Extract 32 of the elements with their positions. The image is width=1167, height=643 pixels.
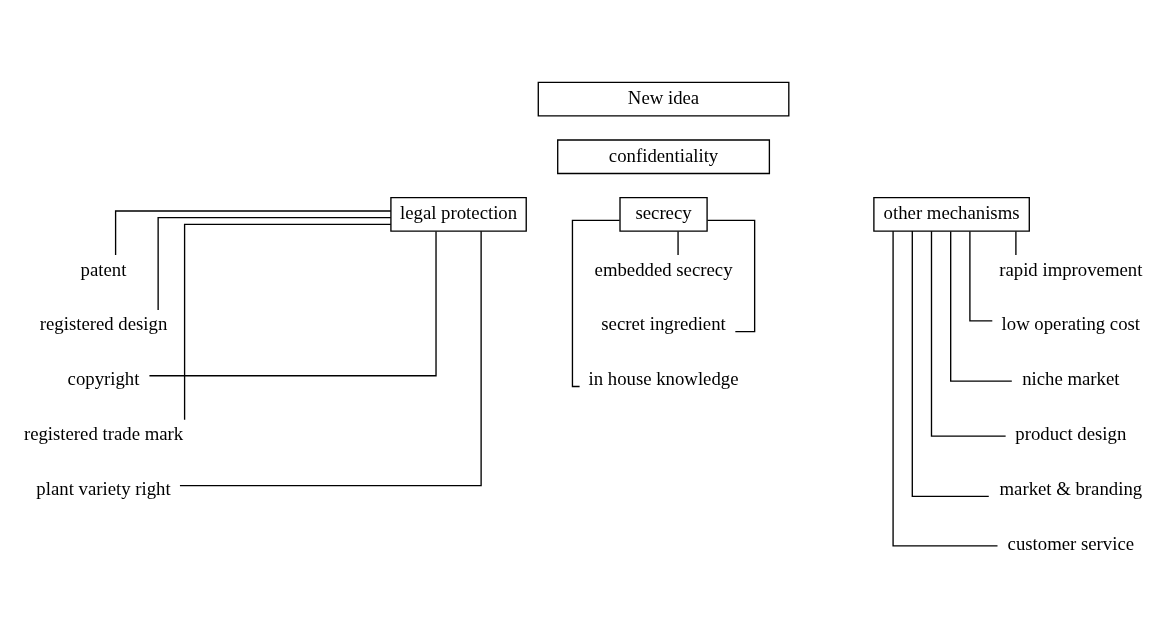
node-box: secrecy [619,196,708,232]
connector [706,219,756,333]
node-text: registered trade mark [23,423,184,445]
node-text: product design [1015,423,1127,445]
node-text: niche market [1022,368,1120,390]
node-text: patent [80,258,127,280]
node-text: low operating cost [1001,313,1141,335]
connector [179,230,482,487]
connector [1015,230,1017,256]
connector [148,230,437,377]
node-text: market & branding [999,478,1143,500]
node-text: embedded secrecy [594,258,733,280]
connector [930,230,1007,437]
node-box: New idea [537,81,790,117]
connector [157,217,392,311]
node-text: secret ingredient [601,313,726,335]
connector [892,230,999,547]
node-text: rapid improvement [999,258,1143,280]
connector [969,230,993,322]
connector [911,230,990,497]
node-text: copyright [67,368,140,390]
node-text: plant variety right [36,478,171,500]
connector [114,210,392,256]
node-text: customer service [1007,533,1135,555]
connector [950,230,1013,382]
connector [677,230,679,256]
node-text: registered design [39,313,168,335]
node-box: legal protection [390,196,527,232]
connector [183,223,392,421]
node-box: other mechanisms [873,196,1030,232]
node-text: in house knowledge [588,368,739,390]
node-box: confidentiality [557,139,771,175]
